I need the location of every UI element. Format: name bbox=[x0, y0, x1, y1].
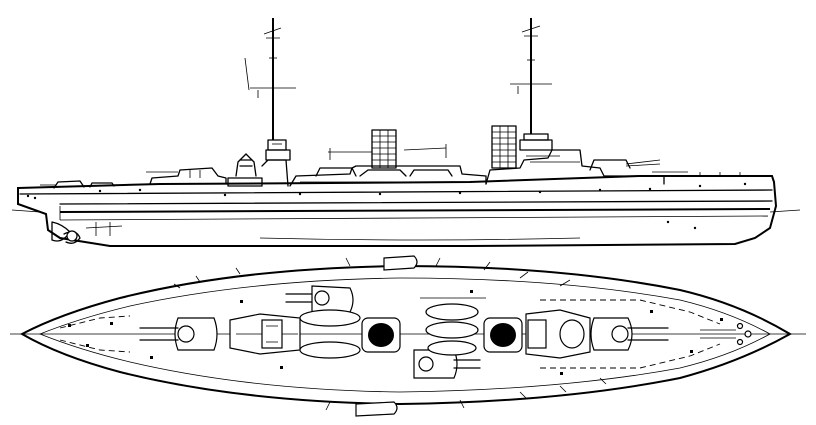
plan-fore-turret bbox=[590, 317, 669, 351]
porthole bbox=[26, 194, 30, 198]
porthole bbox=[743, 182, 747, 186]
aft-superstructure bbox=[146, 139, 291, 187]
porthole bbox=[298, 192, 302, 196]
porthole bbox=[138, 188, 142, 192]
midship-superstructure bbox=[289, 144, 487, 187]
porthole bbox=[698, 184, 702, 188]
plan-aft-superstructure bbox=[229, 313, 301, 355]
plan-view bbox=[10, 255, 806, 417]
porthole bbox=[33, 196, 37, 200]
aft-mast bbox=[244, 18, 296, 140]
plan-aft-wing-turret bbox=[285, 285, 354, 313]
plan-fore-superstructure bbox=[525, 309, 591, 359]
fore-funnel bbox=[491, 125, 517, 169]
plan-boats-midship bbox=[299, 297, 486, 359]
after-turret-side bbox=[40, 180, 115, 189]
main-deck-line bbox=[19, 189, 773, 195]
torpedo-net-booms bbox=[173, 257, 607, 411]
plan-dashed-forecastle bbox=[540, 343, 721, 369]
plan-after-turret bbox=[139, 317, 218, 351]
plan-boat bbox=[355, 401, 398, 417]
porthole bbox=[98, 189, 102, 193]
fore-superstructure bbox=[485, 133, 665, 185]
aft-funnel bbox=[371, 129, 397, 169]
plan-dashed-quarterdeck bbox=[59, 339, 131, 353]
armor-belt-bold bbox=[59, 208, 771, 213]
porthole bbox=[598, 188, 602, 192]
plan-dashed-quarterdeck bbox=[59, 315, 131, 329]
fore-mast bbox=[510, 18, 552, 134]
portholes bbox=[26, 182, 747, 230]
plan-dashed-forecastle bbox=[540, 299, 721, 325]
plan-boat bbox=[383, 255, 418, 271]
armor-belt-upper bbox=[59, 200, 773, 205]
porthole bbox=[666, 220, 670, 224]
plan-hull-outline bbox=[19, 264, 792, 406]
side-elevation-view bbox=[11, 18, 801, 247]
plan-deck-edge bbox=[38, 277, 771, 393]
porthole bbox=[223, 193, 227, 197]
plan-deck-details bbox=[68, 290, 723, 375]
deck-fittings bbox=[652, 171, 741, 176]
plan-funnels bbox=[361, 317, 523, 353]
porthole bbox=[378, 192, 382, 196]
bilge-keel bbox=[259, 237, 581, 241]
stern-propeller bbox=[51, 221, 123, 244]
armor-belt-lower bbox=[59, 215, 769, 221]
porthole bbox=[693, 226, 697, 230]
porthole bbox=[538, 190, 542, 194]
plan-bow-fittings bbox=[700, 322, 752, 346]
porthole bbox=[648, 187, 652, 191]
porthole bbox=[458, 191, 462, 195]
